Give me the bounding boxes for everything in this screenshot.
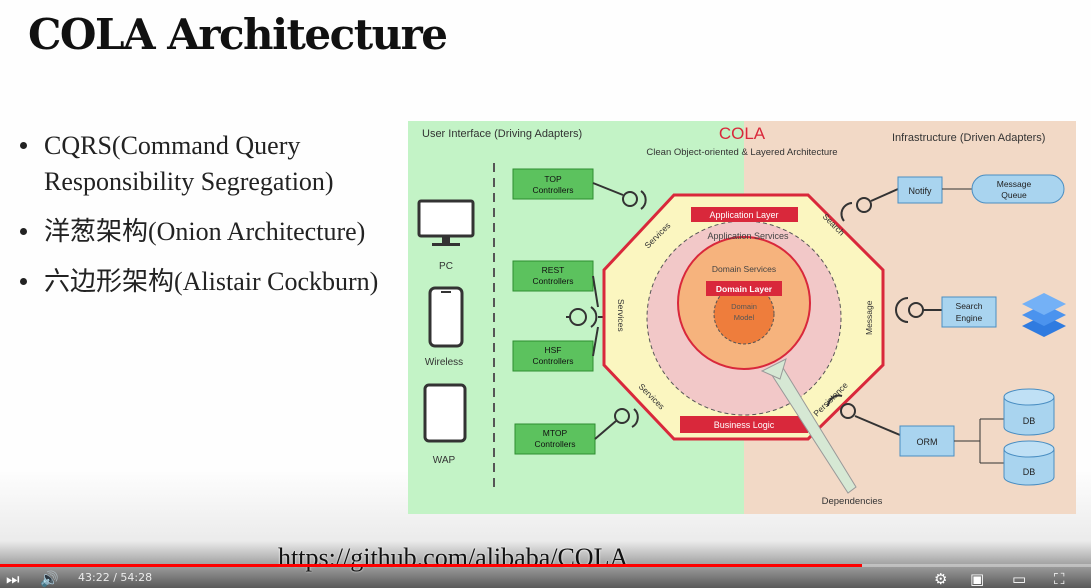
message-queue bbox=[971, 174, 1065, 204]
domain-services-label: Domain Services bbox=[712, 264, 776, 274]
device-label-wap: WAP bbox=[433, 455, 456, 466]
connector-rest-hsf bbox=[566, 306, 598, 328]
svg-text:Domain Layer: Domain Layer bbox=[716, 284, 773, 294]
orm-box bbox=[899, 425, 955, 457]
notify-box bbox=[897, 176, 943, 204]
bullet-item: 六边形架构(Alistair Cockburn) bbox=[18, 264, 398, 300]
connector-orm bbox=[827, 394, 901, 436]
layers-stack-icon bbox=[1022, 293, 1066, 337]
controller-rest: REST Controllers bbox=[512, 260, 594, 292]
edge-label-services-left: Services bbox=[616, 299, 626, 332]
svg-text:DB: DB bbox=[1023, 467, 1036, 477]
svg-text:Controllers: Controllers bbox=[532, 356, 573, 366]
settings-icon[interactable]: ⚙ bbox=[934, 570, 948, 588]
bullet-text: CQRS(Command Query Responsibility Segreg… bbox=[44, 131, 334, 196]
bullet-dot bbox=[20, 228, 27, 235]
db-cylinder-2: DB bbox=[1003, 440, 1055, 486]
fullscreen-icon[interactable]: ⛶ bbox=[1054, 570, 1065, 588]
bullet-item: CQRS(Command Query Responsibility Segreg… bbox=[18, 128, 398, 200]
svg-text:Application Layer: Application Layer bbox=[709, 210, 778, 220]
application-layer-badge bbox=[691, 207, 798, 222]
bullet-item: 洋葱架构(Onion Architecture) bbox=[18, 214, 398, 250]
db-cylinder-1: DB bbox=[1003, 388, 1055, 436]
next-icon[interactable]: ⏭ bbox=[6, 570, 20, 588]
search-engine-box bbox=[941, 296, 997, 328]
volume-icon[interactable]: 🔊 bbox=[40, 570, 59, 588]
svg-text:Controllers: Controllers bbox=[534, 439, 575, 449]
bullet-text: 洋葱架构(Onion Architecture) bbox=[44, 217, 366, 246]
repo-url: https://github.com/alibaba/COLA bbox=[278, 543, 629, 572]
cola-architecture-diagram: User Interface (Driving Adapters) Infras… bbox=[408, 121, 1076, 514]
connector-search-engine bbox=[895, 297, 942, 323]
connector-notify bbox=[840, 188, 899, 222]
svg-text:Search: Search bbox=[956, 301, 983, 311]
video-player-controls: ⏭ 🔊 43:22 / 54:28 ⚙ ▣ ▭ ⛶ bbox=[0, 564, 1091, 588]
connector-mtop bbox=[594, 408, 639, 440]
svg-text:Message: Message bbox=[997, 179, 1032, 189]
bullet-list: CQRS(Command Query Responsibility Segreg… bbox=[18, 128, 398, 314]
device-label-wireless: Wireless bbox=[425, 357, 463, 368]
svg-text:MTOP: MTOP bbox=[543, 428, 568, 438]
svg-text:TOP: TOP bbox=[544, 174, 562, 184]
diagram-title: COLA bbox=[719, 124, 766, 143]
svg-text:REST: REST bbox=[542, 265, 565, 275]
svg-text:Controllers: Controllers bbox=[532, 276, 573, 286]
domain-layer-badge bbox=[706, 281, 782, 296]
svg-text:Business Logic: Business Logic bbox=[714, 420, 775, 430]
svg-text:Engine: Engine bbox=[956, 313, 983, 323]
bullet-dot bbox=[20, 278, 27, 285]
dependencies-label: Dependencies bbox=[822, 496, 883, 507]
domain-model-label-2: Model bbox=[734, 313, 755, 322]
svg-text:Queue: Queue bbox=[1001, 190, 1027, 200]
device-label-pc: PC bbox=[439, 261, 453, 272]
svg-text:HSF: HSF bbox=[545, 345, 562, 355]
svg-text:Controllers: Controllers bbox=[532, 185, 573, 195]
pc-icon bbox=[417, 199, 475, 246]
controller-top: TOP Controllers bbox=[512, 168, 594, 200]
diagram-subtitle: Clean Object-oriented & Layered Architec… bbox=[646, 147, 837, 158]
progress-fill bbox=[0, 564, 862, 567]
miniplayer-icon[interactable]: ▣ bbox=[970, 570, 985, 588]
controller-mtop: MTOP Controllers bbox=[514, 423, 596, 455]
progress-bar[interactable] bbox=[0, 564, 1091, 567]
slide-title: COLA Architecture bbox=[28, 10, 448, 59]
svg-text:ORM: ORM bbox=[917, 437, 938, 447]
bullet-dot bbox=[20, 142, 27, 149]
time-display: 43:22 / 54:28 bbox=[78, 571, 153, 584]
phone-icon bbox=[428, 286, 464, 348]
edge-label-message: Message bbox=[864, 300, 874, 335]
svg-text:Notify: Notify bbox=[908, 186, 932, 196]
domain-model-label: Domain bbox=[731, 302, 757, 311]
bullet-text: 六边形架构(Alistair Cockburn) bbox=[44, 267, 379, 296]
application-services-label: Application Services bbox=[707, 231, 789, 241]
controller-hsf: HSF Controllers bbox=[512, 340, 594, 372]
theater-icon[interactable]: ▭ bbox=[1012, 570, 1027, 588]
tablet-icon bbox=[423, 383, 467, 443]
driven-adapters-heading: Infrastructure (Driven Adapters) bbox=[892, 132, 1045, 144]
svg-text:DB: DB bbox=[1023, 416, 1036, 426]
driving-adapters-heading: User Interface (Driving Adapters) bbox=[422, 128, 582, 140]
business-logic-badge bbox=[680, 416, 808, 433]
